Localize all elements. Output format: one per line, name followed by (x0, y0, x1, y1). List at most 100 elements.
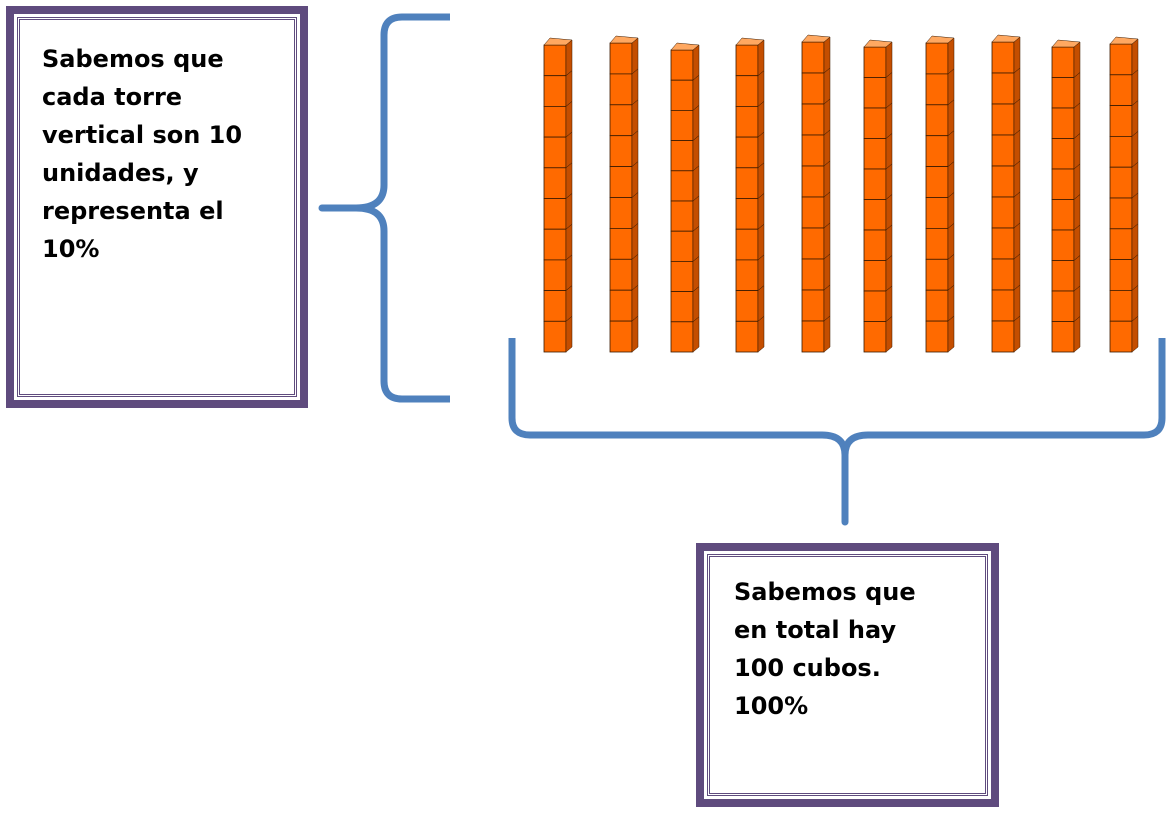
unit-cube (863, 321, 887, 353)
unit-cube (863, 77, 887, 109)
unit-cube (925, 42, 949, 75)
unit-cube-side (1131, 284, 1139, 322)
unit-cube (609, 258, 633, 291)
unit-cube (1051, 321, 1075, 353)
unit-cube-side (757, 70, 765, 107)
unit-cube-side (947, 253, 955, 291)
unit-cube (1109, 43, 1133, 76)
unit-cube-side (885, 193, 893, 231)
unit-cube-side (947, 130, 955, 168)
unit-cube-side (757, 39, 765, 77)
unit-cube (863, 168, 887, 200)
bottom-note-box: Sabemos que en total hay 100 cubos. 100% (696, 543, 999, 807)
unit-cube-side (692, 255, 700, 293)
unit-cube-side (1131, 315, 1139, 353)
unit-cube (543, 136, 567, 169)
unit-cube-side (1131, 254, 1139, 291)
unit-cube (1109, 320, 1133, 353)
unit-cube (991, 165, 1015, 198)
unit-cube-side (565, 39, 573, 77)
unit-cube (735, 106, 759, 138)
left-note-inner-frame (17, 17, 297, 397)
unit-cube-side (1013, 36, 1021, 74)
unit-cube (801, 72, 825, 105)
unit-cube-side (885, 163, 893, 201)
unit-cube-side (1131, 130, 1139, 168)
unit-cube (735, 320, 759, 353)
unit-cube-side (1131, 38, 1139, 76)
unit-cube (801, 227, 825, 260)
unit-cube (863, 260, 887, 292)
unit-cube-side (947, 191, 955, 229)
unit-cube-side (885, 285, 893, 323)
cube-tower (863, 39, 893, 353)
unit-cube-side (1131, 100, 1139, 137)
unit-cube-side (757, 100, 765, 138)
unit-cube (863, 290, 887, 322)
unit-cube (735, 44, 759, 77)
cube-towers (543, 34, 1139, 353)
unit-cube-side (885, 224, 893, 262)
unit-cube-side (823, 222, 831, 260)
tower-top-face (1051, 39, 1081, 48)
unit-cube (801, 134, 825, 167)
unit-cube-side (823, 98, 831, 136)
unit-cube-side (1073, 224, 1081, 262)
unit-cube-side (757, 315, 765, 353)
unit-cube (1109, 197, 1133, 230)
unit-cube-side (565, 100, 573, 138)
unit-cube-side (823, 129, 831, 167)
unit-cube (991, 196, 1015, 229)
unit-cube-side (823, 191, 831, 229)
unit-cube (801, 165, 825, 198)
unit-cube (1109, 105, 1133, 137)
unit-cube-side (1013, 253, 1021, 291)
unit-cube (670, 170, 694, 202)
unit-cube-side (1073, 132, 1081, 170)
unit-cube (543, 106, 567, 138)
unit-cube (991, 72, 1015, 105)
unit-cube-side (692, 225, 700, 262)
unit-cube (735, 167, 759, 199)
unit-cube-side (565, 285, 573, 322)
unit-cube (801, 41, 825, 74)
unit-cube (609, 104, 633, 137)
unit-cube (1051, 168, 1075, 200)
unit-cube-side (631, 68, 639, 106)
unit-cube (863, 46, 887, 78)
unit-cube (609, 166, 633, 198)
unit-cube-side (823, 253, 831, 291)
unit-cube (670, 200, 694, 232)
unit-cube (670, 230, 694, 262)
unit-cube (1109, 228, 1133, 261)
tower-top-face (925, 35, 955, 44)
unit-cube-side (1013, 191, 1021, 229)
unit-cube-side (947, 68, 955, 106)
cube-tower (991, 34, 1021, 353)
unit-cube-side (757, 192, 765, 230)
unit-cube-side (757, 162, 765, 200)
unit-cube-side (631, 315, 639, 353)
unit-cube-side (1013, 129, 1021, 167)
unit-cube (670, 79, 694, 111)
unit-cube-side (1073, 163, 1081, 201)
tower-top-face (735, 37, 765, 46)
unit-cube (863, 138, 887, 170)
unit-cube (925, 227, 949, 260)
unit-cube (543, 290, 567, 322)
unit-cube (670, 291, 694, 323)
unit-cube-side (947, 161, 955, 199)
unit-cube-side (1013, 315, 1021, 353)
bottom-note-inner-frame (707, 554, 988, 796)
unit-cube (1051, 229, 1075, 261)
unit-cube (670, 321, 694, 353)
unit-cube-side (823, 160, 831, 198)
unit-cube (925, 73, 949, 106)
unit-cube (1051, 199, 1075, 231)
unit-cube (609, 73, 633, 106)
unit-cube-side (885, 41, 893, 79)
unit-cube-side (1131, 69, 1139, 107)
unit-cube (543, 228, 567, 261)
unit-cube-side (947, 99, 955, 137)
